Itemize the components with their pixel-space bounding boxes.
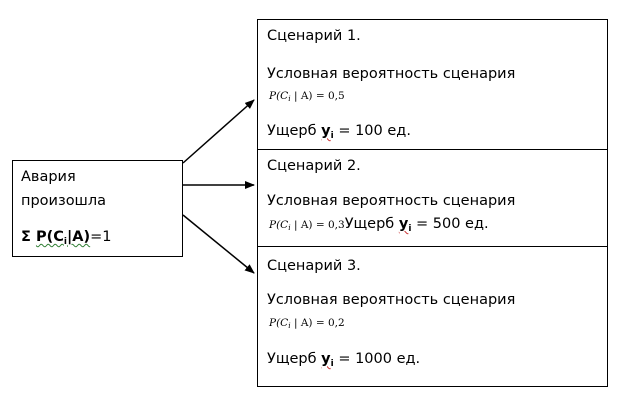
scenario-title: Сценарий 3. <box>267 258 361 274</box>
probability-sum-formula: Σ P(Ci|A)=1 <box>21 228 112 251</box>
scenario-divider-1 <box>258 149 607 150</box>
sum-equals: =1 <box>90 229 112 245</box>
scenario-title: Сценарий 2. <box>267 158 361 174</box>
scenario-prob-formula: P(Ci | A) = 0,2 <box>269 317 345 330</box>
scenario-prob-formula: P(Ci | A) = 0,5 <box>269 90 345 103</box>
damage-variable: yi <box>321 123 334 141</box>
accident-line-2: произошла <box>21 193 106 209</box>
arrow-to-scenario-3 <box>182 214 255 274</box>
damage-variable: yi <box>321 351 334 369</box>
scenario-title: Сценарий 1. <box>267 28 361 44</box>
scenario-prob-and-damage: P(Ci | A) = 0,3Ущерб yi = 500 ед. <box>269 216 489 234</box>
scenario-damage: Ущерб yi = 100 ед. <box>267 123 411 141</box>
sum-symbol: Σ <box>21 229 31 245</box>
scenario-prob-label: Условная вероятность сценария <box>267 66 516 82</box>
sum-p: P(Ci|A) <box>35 229 91 247</box>
scenario-prob-label: Условная вероятность сценария <box>267 292 516 308</box>
damage-variable: yi <box>398 216 412 234</box>
arrow-to-scenario-1 <box>182 99 255 164</box>
scenario-prob-label: Условная вероятность сценария <box>267 193 516 209</box>
scenarios-box: Сценарий 1. Условная вероятность сценари… <box>257 19 608 387</box>
scenario-divider-2 <box>258 246 607 247</box>
scenario-prob-formula: P(Ci | A) = 0,3 <box>269 219 345 232</box>
accident-line-1: Авария <box>21 169 76 185</box>
accident-box: Авария произошла Σ P(Ci|A)=1 <box>12 160 183 257</box>
scenario-damage: Ущерб yi = 1000 ед. <box>267 351 421 369</box>
